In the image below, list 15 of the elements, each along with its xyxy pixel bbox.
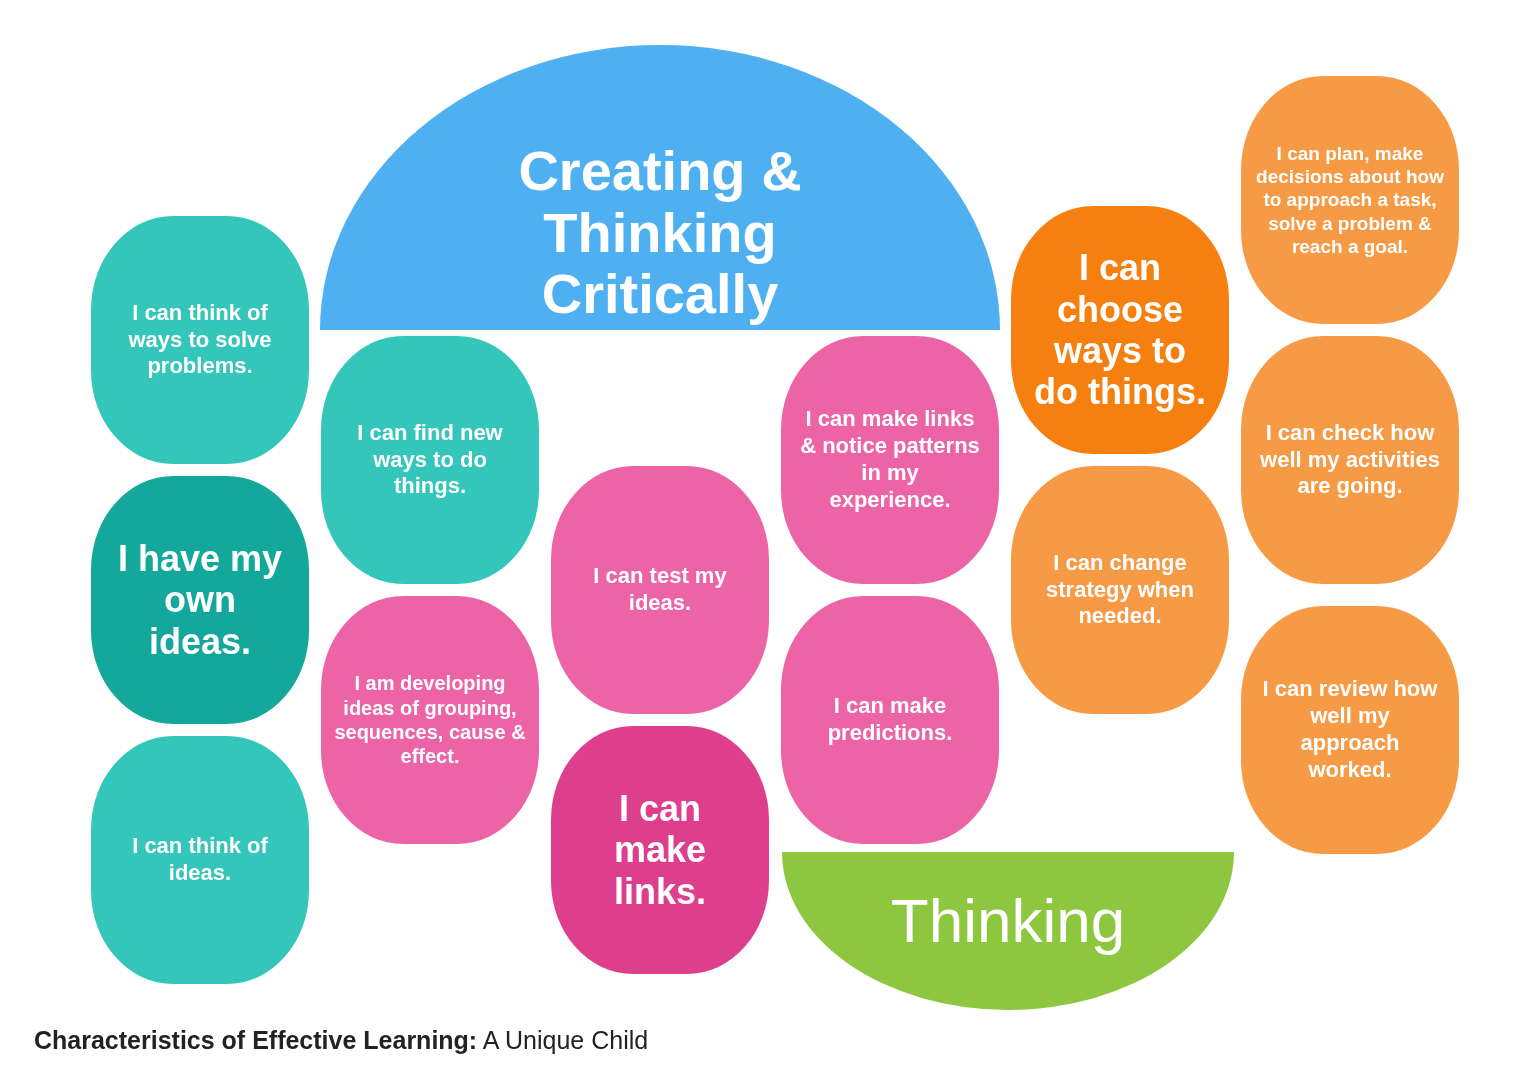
- learning-tile: I have my own ideas.: [88, 473, 312, 727]
- learning-tile: I can test my ideas.: [548, 463, 772, 717]
- learning-tile: I can think of ways to solve problems.: [88, 213, 312, 467]
- learning-tile: I can choose ways to do things.: [1008, 203, 1232, 457]
- learning-tile: I can check how well my activities are going.: [1238, 333, 1462, 587]
- learning-tile: I can make links.: [548, 723, 772, 977]
- caption: Characteristics of Effective Learning: A Unique Child: [34, 1026, 649, 1055]
- learning-tile: I am developing ideas of grouping, sequences, cause & effect.: [318, 593, 542, 847]
- learning-tile: I can find new ways to do things.: [318, 333, 542, 587]
- learning-tile: I can think of ideas.: [88, 733, 312, 987]
- learning-tile: I can make links & notice patterns in my experience.: [778, 333, 1002, 587]
- learning-tile: I can change strategy when needed.: [1008, 463, 1232, 717]
- learning-tile: I can plan, make decisions about how to approach a task, solve a problem & reach a goal.: [1238, 73, 1462, 327]
- learning-tile: I can review how well my approach worked.: [1238, 603, 1462, 857]
- learning-tile: I can make predictions.: [778, 593, 1002, 847]
